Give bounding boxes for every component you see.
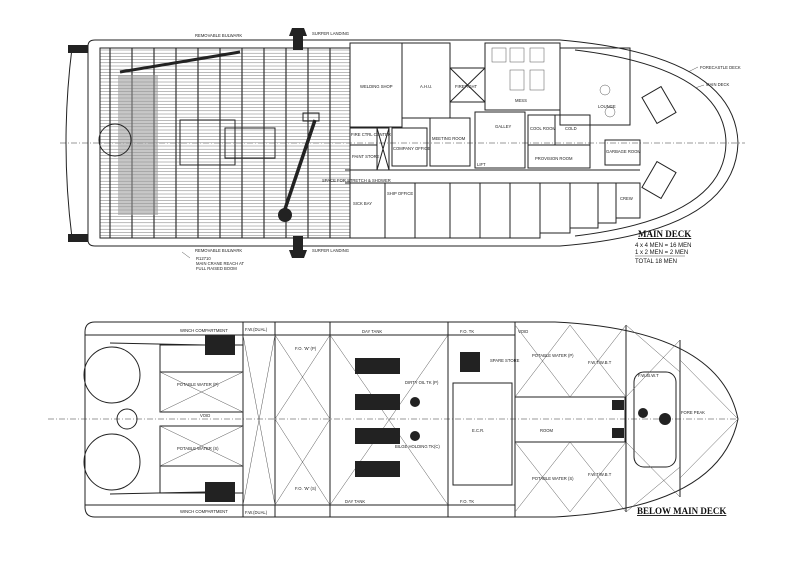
- welding-shop-label: WELDING SHOP: [360, 84, 393, 89]
- main-deck-tally-total: TOTAL 18 MEN: [635, 259, 677, 265]
- removable-bulwark-top-label: REMOVABLE BULWARK: [195, 33, 242, 38]
- accommodation-block: [345, 42, 641, 239]
- potable-water-fwd-s-label: POTABLE WATER (S): [532, 476, 574, 481]
- center-trunk: [116, 408, 138, 430]
- bulkheads: [85, 322, 681, 517]
- main-crane-boom: [281, 119, 317, 216]
- main-crane-base: [278, 208, 292, 222]
- crew-label: CREW: [620, 196, 633, 201]
- thruster-room-label: ROOM: [540, 428, 554, 433]
- main-deck-tally-1: 4 x 4 MEN = 16 MEN: [635, 243, 692, 249]
- moonpool-starboard: [83, 433, 141, 491]
- ship-office-label: SHIP OFFICE: [387, 191, 413, 196]
- paint-store-label: PAINT STORE: [352, 154, 380, 159]
- fo-w-s-label: F.O. 'W' (S): [295, 486, 317, 491]
- potable-water-fwd-p-label: POTABLE WATER (P): [532, 353, 574, 358]
- cold-label: COLD: [565, 126, 577, 131]
- provision-room-label: PROVISION ROOM: [535, 156, 573, 161]
- firefight-label: FIREFIGHT: [455, 84, 478, 89]
- cool-room-label: COOL ROOM: [530, 126, 556, 131]
- surfer-landing-bottom-icon: [289, 236, 307, 258]
- ecr-label: E.C.R.: [472, 428, 484, 433]
- fw-bwt-label: F.W./B.W.T: [638, 373, 659, 378]
- void-label: VOID: [200, 413, 210, 418]
- mooring-winch-grid: [118, 75, 158, 215]
- space-for-stretcher-label: SPACE FOR STRETCH & SHOWER: [322, 178, 391, 183]
- winch-port: [205, 335, 235, 355]
- meeting-room-label: MEETING ROOM: [432, 136, 466, 141]
- fwt-wbt-top-label: F.W.T/W.B.T: [588, 360, 612, 365]
- forecastle-deck-outline: [574, 49, 727, 237]
- lounge-label: LOUNGE: [598, 104, 616, 109]
- main-deck-pointer-label: MAIN DECK: [706, 82, 729, 87]
- main-deck-title: MAIN DECK: [638, 229, 691, 239]
- crane-reach-label-3: FULL RAISED BOOM: [196, 266, 237, 271]
- day-tank-bottom-label: DAY TANK: [345, 499, 365, 504]
- stern-roller-top: [68, 45, 88, 53]
- crane-reach-label-2: MAIN CRANE REACH AT: [196, 261, 245, 266]
- dirty-oil-tk-label: DIRTY OIL TK (P): [405, 380, 439, 385]
- fw-dual-top-label: F.W.(DUAL): [245, 327, 268, 332]
- crane-cab: [302, 112, 320, 122]
- forecastle-deck-label: FORECASTLE DECK: [700, 65, 741, 70]
- moonpool-port: [83, 346, 141, 404]
- lifeboats: [641, 85, 677, 200]
- main-engines: [355, 352, 480, 477]
- lift-label: LIFT: [477, 162, 486, 167]
- winch-compartment-top-label: WINCH COMPARTMENT: [180, 328, 228, 333]
- surfer-landing-bottom-label: SURFER LANDING: [312, 248, 349, 253]
- removable-bulwark-bottom-label: REMOVABLE BULWARK: [195, 248, 242, 253]
- below-main-deck-plan: WINCH COMPARTMENT WINCH COMPARTMENT POTA…: [48, 321, 739, 518]
- surfer-landing-top-label: SURFER LANDING: [312, 31, 349, 36]
- stern-roller-bottom: [68, 234, 88, 242]
- aft-crane-boom: [119, 50, 241, 74]
- below-deck-hull-outline: [84, 321, 739, 518]
- fo-tk-bottom-label: F.O. TK: [460, 499, 474, 504]
- crane-pedestal-box: [179, 119, 236, 166]
- winch-compartment-bottom-label: WINCH COMPARTMENT: [180, 509, 228, 514]
- potable-water-s-label: POTABLE WATER (S): [177, 446, 219, 451]
- garbage-room-label: GARBAGE ROOM: [606, 149, 641, 154]
- crane-rail-box: [224, 127, 276, 159]
- fo-tk-top-label: F.O. TK: [460, 329, 474, 334]
- fw-dual-bottom-label: F.W.(DUAL): [245, 510, 268, 515]
- tank-cross-hatching: [159, 324, 739, 513]
- bow-thrusters: [612, 400, 671, 438]
- winch-starboard: [205, 482, 235, 502]
- aft-crane-base: [98, 123, 132, 157]
- void-fwd-label: VOID: [518, 329, 528, 334]
- main-deck-plan: REMOVABLE BULWARK REMOVABLE BULWARK SURF…: [60, 28, 745, 271]
- ahu-label: A.H.U.: [420, 84, 432, 89]
- main-deck-tally-2: 1 x 2 MEN = 2 MEN: [635, 250, 688, 256]
- surfer-landing-top-icon: [289, 28, 307, 50]
- fire-ctrl-center-label: FIRE CTRL CENTER: [351, 132, 391, 137]
- fore-peak-label: FORE PEAK: [681, 410, 705, 415]
- bilge-holding-label: BILGE HOLDING TK(C): [395, 444, 440, 449]
- crane-reach-label-1: R12710: [196, 256, 211, 261]
- galley-label: GALLEY: [495, 124, 512, 129]
- potable-water-p-label: POTABLE WATER (P): [177, 382, 219, 387]
- sick-bay-label: SICK BAY: [353, 201, 372, 206]
- fwt-wbt-bottom-label: F.W.T/W.B.T: [588, 472, 612, 477]
- spare-store-label: SPARE STORE: [490, 358, 520, 363]
- company-office-label: COMPANY OFFICE: [393, 146, 431, 151]
- fo-w-p-label: F.O. 'W' (P): [295, 346, 317, 351]
- day-tank-top-label: DAY TANK: [362, 329, 382, 334]
- mess-label: MESS: [515, 98, 527, 103]
- mess-tables: [491, 47, 616, 118]
- below-main-deck-title: BELOW MAIN DECK: [637, 506, 726, 516]
